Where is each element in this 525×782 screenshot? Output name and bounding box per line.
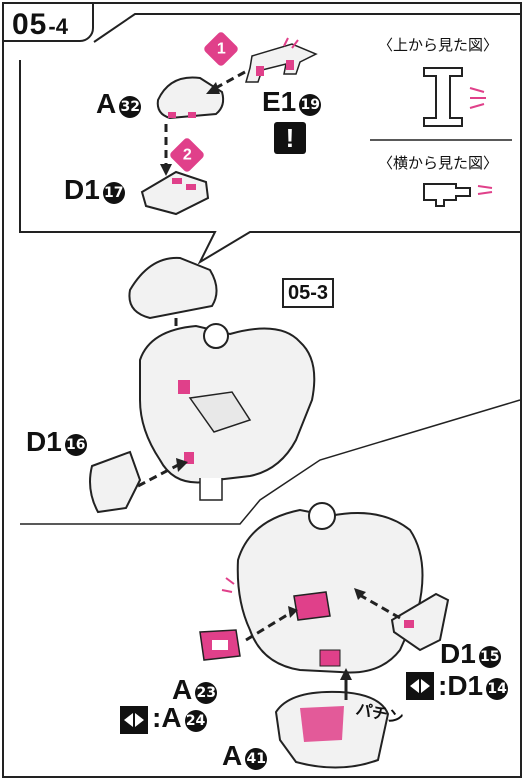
swap-icon: [120, 706, 148, 734]
view-label-side: 〈横から見た図〉: [378, 154, 499, 172]
warning-icon: !: [274, 122, 306, 154]
step-sub: -4: [48, 14, 68, 39]
swap-icon: [406, 672, 434, 700]
view-label-top: 〈上から見た図〉: [378, 36, 499, 54]
step-number: 05 -4: [2, 2, 94, 42]
ref-step-box: 05-3: [282, 278, 335, 308]
step-main: 05: [12, 8, 48, 41]
